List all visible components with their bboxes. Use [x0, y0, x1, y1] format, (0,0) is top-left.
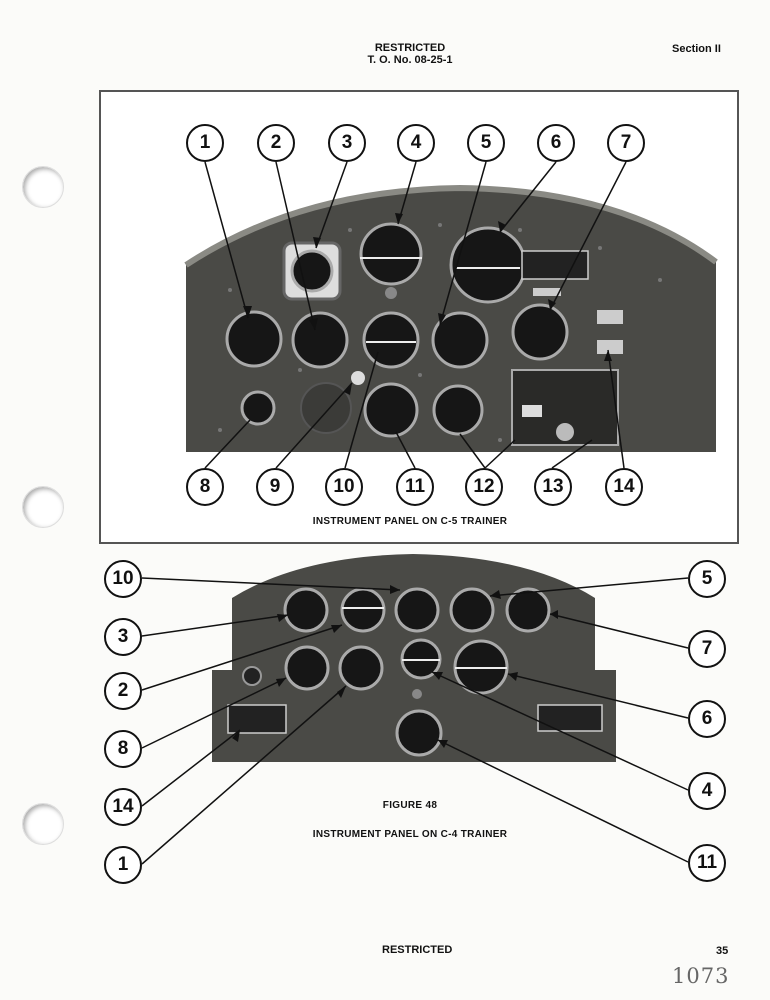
- callout-9: 9: [256, 468, 294, 506]
- callout-8: 8: [186, 468, 224, 506]
- callout-4: 4: [397, 124, 435, 162]
- callout-2: 2: [257, 124, 295, 162]
- binder-hole: [22, 166, 64, 208]
- callout-12: 12: [465, 468, 503, 506]
- callout-2: 2: [104, 672, 142, 710]
- callout-6: 6: [688, 700, 726, 738]
- footer-restricted-marking: RESTRICTED: [382, 944, 453, 956]
- callout-8: 8: [104, 730, 142, 768]
- callout-13: 13: [534, 468, 572, 506]
- callout-14: 14: [104, 788, 142, 826]
- callout-14: 14: [605, 468, 643, 506]
- binder-hole: [22, 803, 64, 845]
- callout-1: 1: [186, 124, 224, 162]
- callout-3: 3: [328, 124, 366, 162]
- callout-10: 10: [325, 468, 363, 506]
- section-label: Section II: [672, 43, 721, 55]
- callout-5: 5: [467, 124, 505, 162]
- callout-4: 4: [688, 772, 726, 810]
- callout-7: 7: [688, 630, 726, 668]
- c4-figure-caption: INSTRUMENT PANEL ON C-4 TRAINER: [312, 829, 508, 840]
- binder-hole: [22, 486, 64, 528]
- page-number: 35: [716, 945, 729, 957]
- callout-11: 11: [688, 844, 726, 882]
- document-stamp-number: 1073: [672, 964, 730, 988]
- figure-number: FIGURE 48: [382, 800, 438, 811]
- restricted-marking: RESTRICTED: [374, 42, 446, 54]
- callout-10: 10: [104, 560, 142, 598]
- c5-figure-caption: INSTRUMENT PANEL ON C-5 TRAINER: [312, 516, 508, 527]
- callout-7: 7: [607, 124, 645, 162]
- callout-3: 3: [104, 618, 142, 656]
- callout-1: 1: [104, 846, 142, 884]
- callout-11: 11: [396, 468, 434, 506]
- callout-5: 5: [688, 560, 726, 598]
- technical-order-number: T. O. No. 08-25-1: [367, 54, 453, 66]
- callout-6: 6: [537, 124, 575, 162]
